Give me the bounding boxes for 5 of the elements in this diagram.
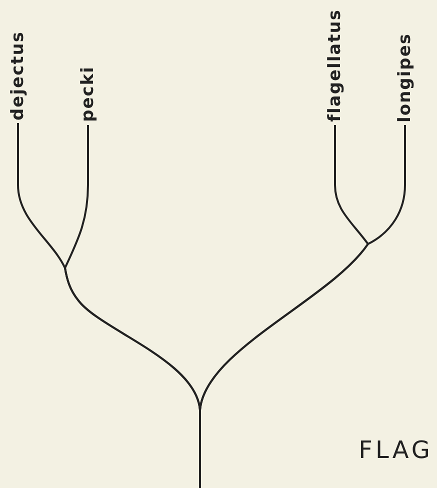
taxon-label: longipes bbox=[395, 32, 415, 122]
taxon-label: flagellatus bbox=[325, 9, 345, 122]
taxon-label: pecki bbox=[78, 66, 98, 122]
taxon-label: dejectus bbox=[8, 30, 28, 120]
group-label: FLAG bbox=[358, 436, 433, 464]
